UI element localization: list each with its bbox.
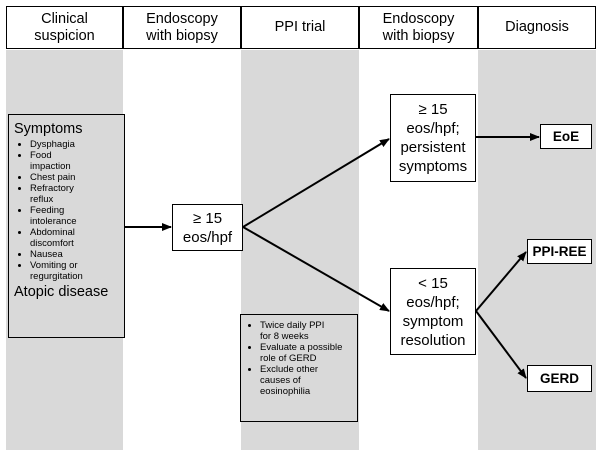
header-diagnosis: Diagnosis [478,6,596,49]
arrow-biopsy-to-persistent [242,138,390,228]
symptom-item: Nausea [30,249,120,260]
symptom-item: Vomiting or regurgitation [30,260,120,282]
header-endoscopy-biopsy-1: Endoscopy with biopsy [123,6,241,49]
ppi-trial-list: Twice daily PPI for 8 weeks Evaluate a p… [244,320,353,397]
diagnosis-ppi-ree-box: PPI-REE [527,239,592,264]
symptoms-list: Dysphagia Food impaction Chest pain Refr… [14,139,120,282]
diagnosis-gerd-box: GERD [527,365,592,392]
symptom-item: Chest pain [30,172,120,183]
symptom-resolution-box: < 15 eos/hpf; symptom resolution [390,268,476,355]
symptoms-box: Symptoms Dysphagia Food impaction Chest … [8,114,125,338]
ppi-trial-box: Twice daily PPI for 8 weeks Evaluate a p… [240,314,358,422]
biopsy-result-box: ≥ 15 eos/hpf [172,204,243,251]
header-clinical-suspicion: Clinical suspicion [6,6,123,49]
ppi-trial-item: Twice daily PPI for 8 weeks [260,320,353,342]
persistent-symptoms-box: ≥ 15 eos/hpf; persistent symptoms [390,94,476,182]
arrow-resolution-to-gerd [475,310,527,379]
symptom-item: Dysphagia [30,139,120,150]
ppi-trial-item: Evaluate a possible role of GERD [260,342,353,364]
diagnosis-eoe-box: EoE [540,124,592,149]
symptoms-title: Symptoms [14,121,83,137]
arrow-biopsy-to-resolution [242,226,390,312]
symptom-item: Abdominal discomfort [30,227,120,249]
atopic-disease-label: Atopic disease [14,284,109,300]
symptom-item: Feeding intolerance [30,205,120,227]
arrow-resolution-to-ppi-ree [475,251,527,312]
symptom-item: Food impaction [30,150,120,172]
header-endoscopy-biopsy-2: Endoscopy with biopsy [359,6,478,49]
ppi-trial-item: Exclude other causes of eosinophilia [260,364,353,397]
header-ppi-trial: PPI trial [241,6,359,49]
symptom-item: Refractory reflux [30,183,120,205]
